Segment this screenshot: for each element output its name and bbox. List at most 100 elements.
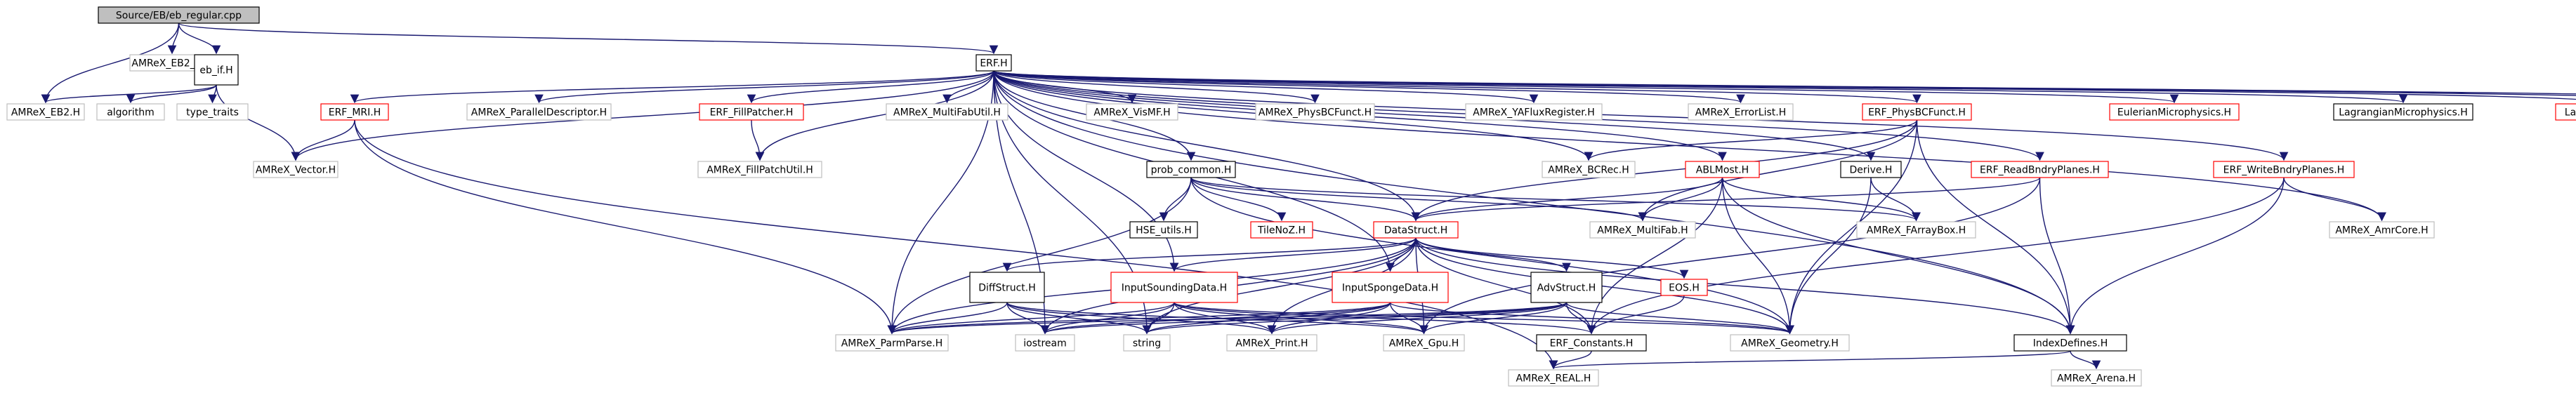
- node-box: [253, 161, 339, 178]
- node-box: [835, 334, 949, 352]
- node-box: [886, 103, 1008, 121]
- node-erf[interactable]: ERF.H: [975, 54, 1012, 72]
- edge-datastruct-to-eos: [1415, 237, 1689, 279]
- edge-ablmost-to-indexdefines: [1721, 177, 2075, 335]
- edge-erf-to-indexdefines: [993, 70, 2075, 335]
- edge-erf_readbndryplanes-to-datastruct: [1412, 177, 2041, 222]
- node-label: AMReX_REAL.H: [1516, 373, 1591, 385]
- edge-erf-to-amrex_multifabutil: [942, 70, 994, 104]
- node-box: [1123, 334, 1171, 352]
- node-box: [1685, 161, 1760, 178]
- node-erf-constants[interactable]: ERF_Constants.H: [1536, 334, 1647, 352]
- node-amrex-physbcfunct: AMReX_PhysBCFunct.H: [1255, 103, 1375, 121]
- node-label: AMReX_Arena.H: [2057, 373, 2136, 385]
- edge-datastruct-to-diffstruct: [1002, 237, 1417, 272]
- node-advstruct[interactable]: AdvStruct.H: [1530, 272, 1603, 303]
- edge-source-to-eb_if: [178, 22, 221, 55]
- node-inputsoundingdata[interactable]: InputSoundingData.H: [1110, 272, 1238, 303]
- node-erf-readbndryplanes[interactable]: ERF_ReadBndryPlanes.H: [1971, 161, 2109, 178]
- node-amrex-parmparse: AMReX_ParmParse.H: [835, 334, 949, 352]
- node-label: LandSurface.H: [2565, 107, 2576, 119]
- node-label: AMReX_FillPatchUtil.H: [707, 165, 813, 176]
- node-box: [320, 103, 389, 121]
- node-box: [2213, 161, 2355, 178]
- node-erf-fillpatcher[interactable]: ERF_FillPatcher.H: [699, 103, 804, 121]
- node-amrex-real: AMReX_REAL.H: [1508, 369, 1599, 387]
- node-label: AMReX_MultiFabUtil.H: [893, 107, 1001, 119]
- node-label: AMReX_EB2.H: [11, 107, 80, 119]
- node-label: DiffStruct.H: [978, 283, 1035, 294]
- edge-datastruct-to-advstruct: [1415, 237, 1571, 272]
- node-label: AMReX_Print.H: [1235, 338, 1308, 349]
- node-landsurface[interactable]: LandSurface.H: [2555, 103, 2576, 121]
- node-box: [1146, 161, 1236, 178]
- edge-datastruct-to-erf_constants: [1415, 237, 1596, 335]
- edge-diffstruct-to-string: [1006, 302, 1152, 335]
- edge-erf_writebndryplanes-to-erf_constants: [1586, 177, 2285, 335]
- node-eos[interactable]: EOS.H: [1660, 279, 1708, 296]
- node-box: [1530, 272, 1603, 303]
- node-amrex-vector: AMReX_Vector.H: [253, 161, 339, 178]
- node-inputspongedata[interactable]: InputSpongeData.H: [1332, 272, 1449, 303]
- node-amrex-farraybox: AMReX_FArrayBox.H: [1856, 221, 1976, 239]
- node-label: IndexDefines.H: [2033, 338, 2108, 349]
- edge-advstruct-to-amrex_print: [1267, 302, 1568, 335]
- node-erf-mri[interactable]: ERF_MRI.H: [320, 103, 389, 121]
- node-prob-common[interactable]: prob_common.H: [1146, 161, 1236, 178]
- node-amrex-yafluxregister: AMReX_YAFluxRegister.H: [1465, 103, 1603, 121]
- node-label: DataStruct.H: [1384, 225, 1448, 237]
- node-box: [98, 6, 260, 24]
- edge-erf-to-erf_physbcfunct: [993, 70, 1921, 104]
- node-erf-physbcfunct[interactable]: ERF_PhysBCFunct.H: [1862, 103, 1972, 121]
- node-amrex-multifabutil: AMReX_MultiFabUtil.H: [886, 103, 1008, 121]
- node-label: ERF_ReadBndryPlanes.H: [1980, 165, 2100, 176]
- node-box: [1508, 369, 1599, 387]
- edge-erf_writebndryplanes-to-amrex_amrcore: [2283, 177, 2386, 222]
- node-box: [697, 161, 822, 178]
- node-box: [1129, 221, 1198, 239]
- node-hse-utils[interactable]: HSE_utils.H: [1129, 221, 1198, 239]
- node-erf-writebndryplanes[interactable]: ERF_WriteBndryPlanes.H: [2213, 161, 2355, 178]
- edge-erf-to-eulerianmicrophysics: [993, 70, 2179, 104]
- edge-source-to-erf: [178, 22, 998, 55]
- node-indexdefines[interactable]: IndexDefines.H: [2013, 334, 2127, 352]
- edge-erf-to-amrex_paralleldescriptor: [534, 70, 994, 104]
- edge-inputspongedata-to-amrex_print: [1267, 302, 1391, 335]
- edge-eb_if-to-algorithm: [126, 84, 217, 104]
- node-box: [1730, 334, 1850, 352]
- edge-erf_physbcfunct-to-amrex_geometry: [1785, 119, 1918, 335]
- node-label: LagrangianMicrophysics.H: [2339, 107, 2468, 119]
- node-box: [1086, 103, 1178, 121]
- edge-erf-to-amrex_amrcore: [993, 70, 2386, 222]
- node-box: [194, 54, 239, 86]
- node-source[interactable]: Source/EB/eb_regular.cpp: [98, 6, 260, 24]
- node-label: ERF_PhysBCFunct.H: [1868, 107, 1966, 119]
- node-label: algorithm: [107, 107, 155, 119]
- node-eulerianmicrophysics[interactable]: EulerianMicrophysics.H: [2109, 103, 2240, 121]
- node-box: [1688, 103, 1794, 121]
- edge-indexdefines-to-amrex_real: [1549, 350, 2071, 370]
- node-ablmost[interactable]: ABLMost.H: [1685, 161, 1760, 178]
- node-iostream: iostream: [1015, 334, 1075, 352]
- node-tilenoz[interactable]: TileNoZ.H: [1250, 221, 1313, 239]
- node-label: EulerianMicrophysics.H: [2117, 107, 2231, 119]
- node-amrex-gpu: AMReX_Gpu.H: [1383, 334, 1465, 352]
- node-box: [1110, 272, 1238, 303]
- node-box: [2109, 103, 2240, 121]
- edge-prob_common-to-hse_utils: [1159, 177, 1192, 222]
- edge-ablmost-to-amrex_farraybox: [1721, 177, 1921, 222]
- node-datastruct[interactable]: DataStruct.H: [1373, 221, 1459, 239]
- edge-inputspongedata-to-string: [1142, 302, 1391, 335]
- node-diffstruct[interactable]: DiffStruct.H: [969, 272, 1045, 303]
- node-label: AMReX_Vector.H: [256, 165, 336, 176]
- edge-erf-to-amrex_yafluxregister: [993, 70, 1538, 104]
- edge-ablmost-to-amrex_multifab: [1638, 177, 1723, 222]
- node-box: [6, 103, 85, 121]
- node-lagrangianmicrophysics[interactable]: LagrangianMicrophysics.H: [2333, 103, 2473, 121]
- node-label: AMReX_BCRec.H: [1548, 165, 1629, 176]
- edge-prob_common-to-amrex_multifab: [1190, 177, 1648, 222]
- node-label: InputSpongeData.H: [1342, 283, 1438, 294]
- edge-erf-to-amrex_vector: [291, 70, 994, 161]
- node-derive[interactable]: Derive.H: [1840, 161, 1902, 178]
- node-eb-if[interactable]: eb_if.H: [194, 54, 239, 86]
